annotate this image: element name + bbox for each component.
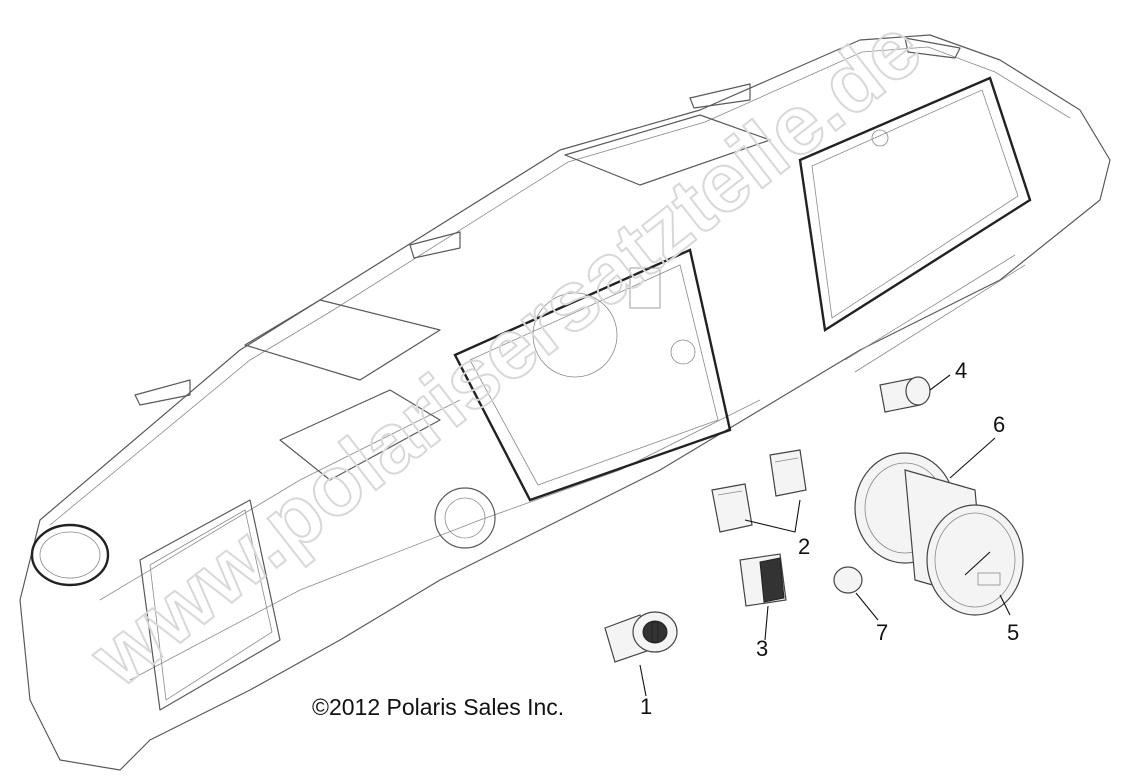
center-vent [434,487,496,549]
callout-6: 6 [993,412,1005,437]
leader-6 [949,437,996,479]
mount-tab [904,37,961,59]
left-vent [30,523,110,587]
watermark-text: www.polarisersatzteile.de [72,0,938,705]
leader-5 [999,594,1011,616]
part-indicator-light [879,376,931,413]
mount-tab [409,231,461,259]
dashboard-panel [19,34,1111,771]
instrument-cluster-frame [453,248,732,502]
callout-3: 3 [756,636,768,661]
leader-1 [639,664,647,697]
leader-4 [929,374,951,391]
leader-2 [744,499,801,533]
callout-7: 7 [876,620,888,645]
mount-tab [134,379,191,406]
part-cap-knob [833,566,863,594]
part-speedometer [904,469,1024,616]
mount-tab [689,83,751,109]
callout-1: 1 [640,694,652,719]
leader-3 [764,605,769,641]
left-storage-recess [139,499,281,711]
part-rocker-switch [739,553,787,607]
right-storage-box [798,76,1032,333]
callout-5: 5 [1007,620,1019,645]
part-ignition-switch [604,611,678,663]
leader-7 [855,592,879,621]
callout-4: 4 [955,358,967,383]
part-switch-pair [711,449,807,533]
callout-2: 2 [798,534,810,559]
copyright-notice: ©2012 Polaris Sales Inc. [312,694,565,720]
